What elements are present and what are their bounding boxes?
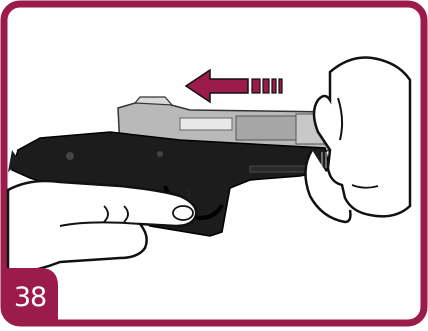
step-number: 38 xyxy=(4,272,56,322)
